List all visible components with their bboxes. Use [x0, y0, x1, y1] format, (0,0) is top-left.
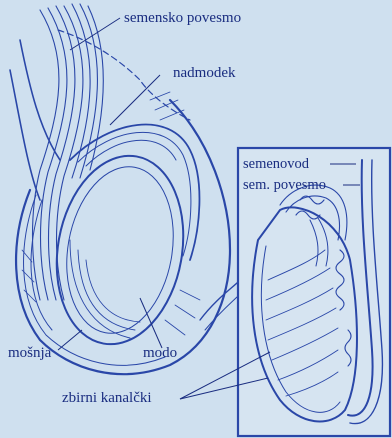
label-zbirni-kanalcki: zbirni kanalčki [62, 390, 152, 406]
label-nadmodek: nadmodek [173, 65, 236, 81]
label-semensko-povesmo: semensko povesmo [124, 10, 241, 26]
label-mosnja: mošnja [8, 345, 52, 361]
label-semenovod: semenovod [243, 156, 310, 172]
label-modo: modo [143, 345, 177, 361]
label-inset-sem-povesmo: sem. povesmo [243, 177, 326, 193]
